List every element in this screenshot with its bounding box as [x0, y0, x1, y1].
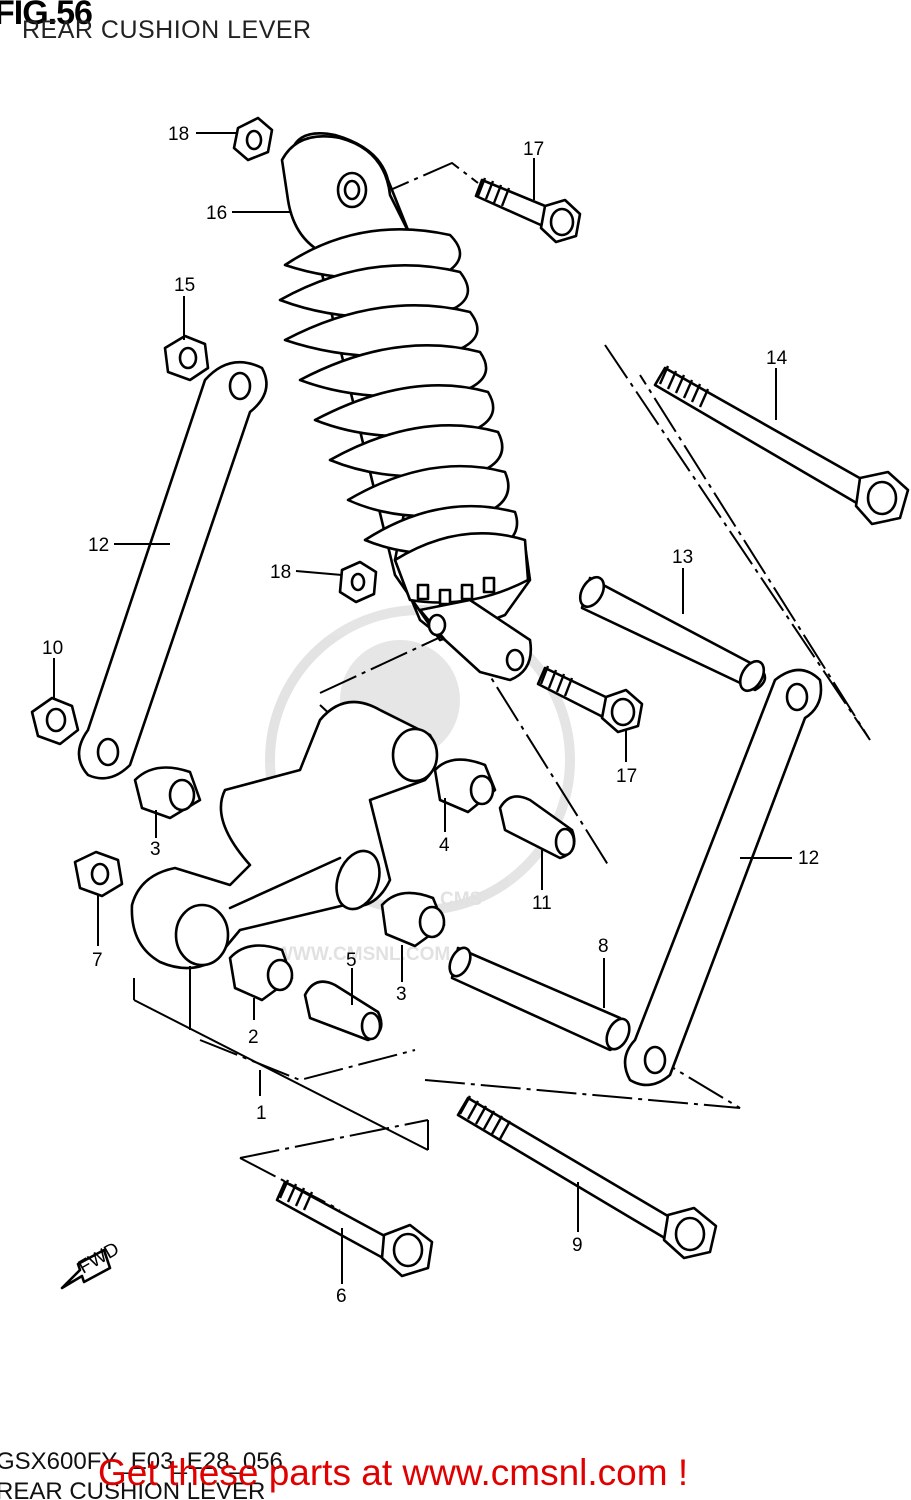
- callout-leaders: [53, 132, 792, 1284]
- collar-11: [498, 795, 576, 860]
- callout-7: 7: [92, 950, 103, 971]
- model-code: GSX600FY_E03_E28_056: [0, 1448, 283, 1475]
- callout-1: 1: [256, 1103, 267, 1124]
- collar-13: [578, 575, 767, 693]
- watermark-site: WWW.CMSNL.COM: [275, 944, 450, 965]
- bolt-14: [653, 365, 910, 526]
- callout-12-right: 12: [798, 848, 819, 869]
- callout-5: 5: [346, 950, 357, 971]
- callout-17-top: 17: [523, 139, 544, 160]
- nut-10: [30, 696, 80, 746]
- callout-8: 8: [598, 936, 609, 957]
- bolt-6: [275, 1179, 434, 1278]
- spacer-4: [433, 758, 497, 814]
- callout-18-top: 18: [168, 124, 189, 145]
- nut-18-top: [232, 116, 274, 162]
- tie-rod-12-left: [77, 360, 268, 780]
- bolt-17-upper: [474, 177, 582, 244]
- callout-3-left: 3: [150, 839, 161, 860]
- figure-number: FIG.56: [0, 0, 93, 32]
- cushion-lever-1: [130, 700, 439, 970]
- collar-8: [448, 946, 631, 1052]
- nut-18-lower: [338, 560, 378, 604]
- callout-3-right: 3: [396, 984, 407, 1005]
- callout-18-lower: 18: [270, 562, 291, 583]
- nut-15: [163, 334, 210, 382]
- watermark-brand: CMS: [440, 889, 482, 910]
- bolt-9: [456, 1095, 718, 1260]
- tie-rod-12-right: [623, 668, 823, 1087]
- spacer-3-right: [380, 891, 446, 948]
- callout-13: 13: [672, 547, 693, 568]
- spacer-3-left: [133, 766, 202, 820]
- callout-10: 10: [42, 638, 63, 659]
- callout-4: 4: [439, 835, 450, 856]
- callout-15: 15: [174, 275, 195, 296]
- callout-6: 6: [336, 1286, 347, 1307]
- callout-labels: 18 16 17 15 14 12 18 13 10 17 3 4 11 12 …: [42, 124, 819, 1307]
- bolt-17-lower: [536, 665, 644, 734]
- callout-11: 11: [532, 893, 552, 914]
- section-name: REAR CUSHION LEVER: [0, 1478, 266, 1500]
- callout-14: 14: [766, 348, 788, 369]
- promo-link[interactable]: Get these parts at www.cmsnl.com !: [98, 1452, 689, 1493]
- assembly-guide-lines: [199, 161, 871, 1211]
- nut-7: [73, 850, 124, 898]
- callout-12-left: 12: [88, 535, 109, 556]
- callout-16: 16: [206, 203, 227, 224]
- spacer-2: [228, 944, 294, 1002]
- figure-title: REAR CUSHION LEVER: [22, 16, 312, 44]
- collar-5: [303, 980, 383, 1042]
- rear-shock-absorber: [278, 132, 533, 682]
- callout-9: 9: [572, 1235, 583, 1256]
- spring-coils: [278, 227, 519, 555]
- callout-17-lower: 17: [616, 766, 637, 787]
- callout-2: 2: [248, 1027, 259, 1048]
- forward-direction-arrow: FWD: [60, 1239, 123, 1290]
